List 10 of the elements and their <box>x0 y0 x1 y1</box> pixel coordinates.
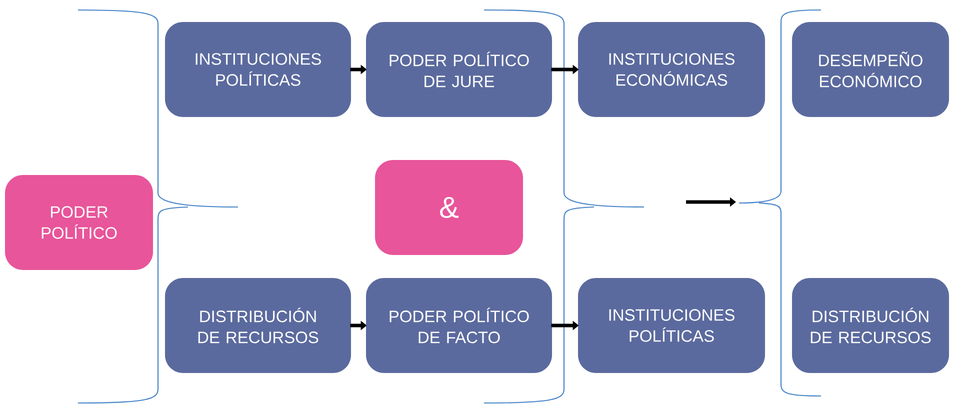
process-box: DESEMPEÑO ECONÓMICO <box>792 22 949 117</box>
process-box: INSTITUCIONES ECONÓMICAS <box>578 22 765 117</box>
process-box: INSTITUCIONES POLÍTICAS <box>165 22 351 117</box>
process-box: DISTRIBUCIÓN DE RECURSOS <box>165 278 351 373</box>
process-box: PODER POLÍTICO DE FACTO <box>366 278 552 373</box>
highlight-box: PODER POLÍTICO <box>5 175 153 270</box>
process-box: PODER POLÍTICO DE JURE <box>366 22 552 117</box>
process-box: DISTRIBUCIÓN DE RECURSOS <box>792 278 949 373</box>
process-box: INSTITUCIONES POLÍTICAS <box>578 278 765 373</box>
highlight-box: & <box>375 160 523 255</box>
